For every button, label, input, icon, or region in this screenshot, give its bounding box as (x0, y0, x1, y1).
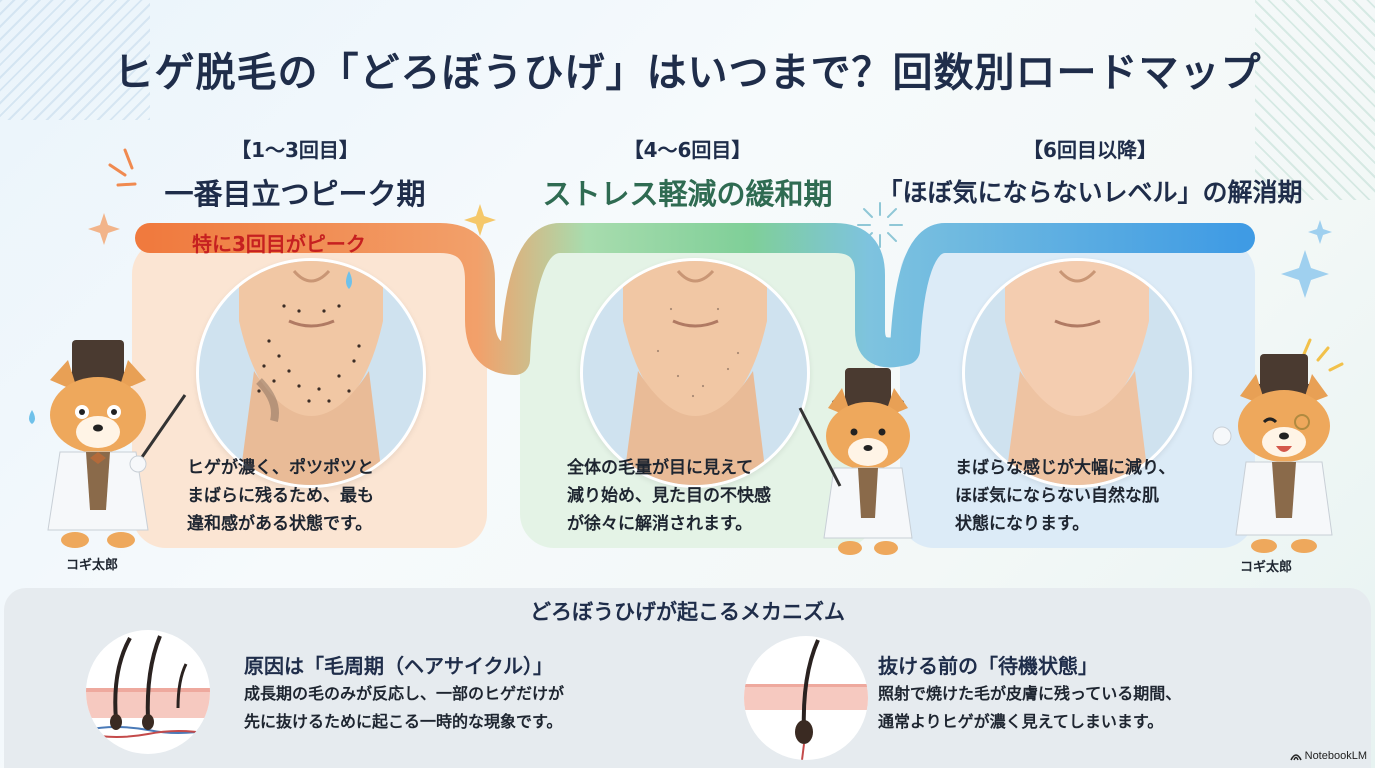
sparkle-icon (88, 148, 137, 245)
mechanism-2-line-2: 通常よりヒゲが濃く見えてしまいます。 (878, 712, 1164, 731)
roadmap-band (135, 223, 1255, 375)
brand-label: NotebookLM (1304, 750, 1367, 762)
mechanism-1-body: 成長期の毛のみが反応し、一部のヒゲだけが 先に抜けるために起こる一時的な現象です… (244, 680, 564, 736)
phase-2-name: ストレス軽減の緩和期 (542, 177, 833, 211)
mechanism-1-line-2: 先に抜けるために起こる一時的な現象です。 (244, 712, 563, 731)
sweat-drop-icon (29, 410, 35, 424)
mechanism-2-line-1: 照射で焼けた毛が皮膚に残っている期間、 (878, 684, 1182, 703)
phase-3-name: 「ほぼ気にならないレベル」の解消期 (877, 178, 1303, 207)
sparkle-icon (1281, 220, 1332, 298)
corgi-mascot-right (1212, 338, 1344, 553)
notebooklm-logo-icon (1289, 754, 1302, 761)
phase-2-description: 全体の毛量が目に見えて 減り始め、見た目の不快感 が徐々に解消されます。 (567, 454, 771, 538)
phase-1-range: 【1〜3回目】 (231, 138, 359, 162)
phase-3-range: 【6回目以降】 (1023, 138, 1157, 162)
phase-1-description: ヒゲが濃く、ポツポツと まばらに残るため、最も 違和感がある状態です。 (187, 454, 374, 538)
page-title: ヒゲ脱毛の「どろぼうひげ」はいつまで？回数別ロードマップ (113, 50, 1262, 96)
phase-1-header: 【1〜3回目】 一番目立つピーク期 (120, 134, 470, 213)
phase-2-line-1: 全体の毛量が目に見えて (567, 458, 754, 478)
brand-watermark: NotebookLM (1289, 750, 1367, 762)
hair-cycle-illustration (86, 630, 210, 754)
waiting-state-illustration (744, 636, 868, 760)
corgi-mascot-center (798, 368, 913, 555)
face-illustration-clean-skin (962, 258, 1192, 488)
phase-3-header: 【6回目以降】 「ほぼ気にならないレベル」の解消期 (860, 134, 1320, 209)
phase-3-line-1: まばらな感じが大幅に減り、 (955, 458, 1176, 478)
mascot-label-right: コギ太郎 (1240, 560, 1293, 575)
mascot-label-left: コギ太郎 (66, 558, 119, 573)
face-illustration-heavy-stubble (196, 258, 426, 488)
mechanism-panel (4, 588, 1371, 768)
mechanism-1-heading: 原因は「毛周期（ヘアサイクル）」 (244, 654, 553, 678)
face-illustration-light-stubble (580, 258, 810, 488)
phase-2-line-3: が徐々に解消されます。 (567, 514, 753, 534)
mechanism-title: どろぼうひげが起こるメカニズム (530, 600, 845, 624)
phase-2-line-2: 減り始め、見た目の不快感 (567, 486, 771, 506)
phase-2-header: 【4〜6回目】 ストレス軽減の緩和期 (505, 134, 870, 213)
phase-2-range: 【4〜6回目】 (623, 138, 752, 162)
decorative-stripes-left (0, 0, 150, 120)
phase-1-line-1: ヒゲが濃く、ポツポツと (187, 458, 374, 478)
phase-1-name: 一番目立つピーク期 (164, 177, 426, 211)
phase-3-line-2: ほぼ気にならない自然な肌 (955, 486, 1159, 506)
phase-1-line-3: 違和感がある状態です。 (187, 514, 373, 534)
phase-3-description: まばらな感じが大幅に減り、 ほぼ気にならない自然な肌 状態になります。 (955, 454, 1175, 538)
sparkle-icon (464, 204, 496, 236)
phase-1-line-2: まばらに残るため、最も (187, 486, 374, 506)
phase-3-line-3: 状態になります。 (955, 514, 1090, 534)
mechanism-2-body: 照射で焼けた毛が皮膚に残っている期間、 通常よりヒゲが濃く見えてしまいます。 (878, 680, 1181, 736)
mechanism-1-line-1: 成長期の毛のみが反応し、一部のヒゲだけが (244, 684, 565, 703)
peak-tag: 特に3回目がピーク (192, 232, 366, 256)
decorative-stripes-right (1255, 0, 1375, 200)
mechanism-2-heading: 抜ける前の「待機状態」 (878, 654, 1098, 678)
corgi-mascot-left (29, 340, 187, 548)
